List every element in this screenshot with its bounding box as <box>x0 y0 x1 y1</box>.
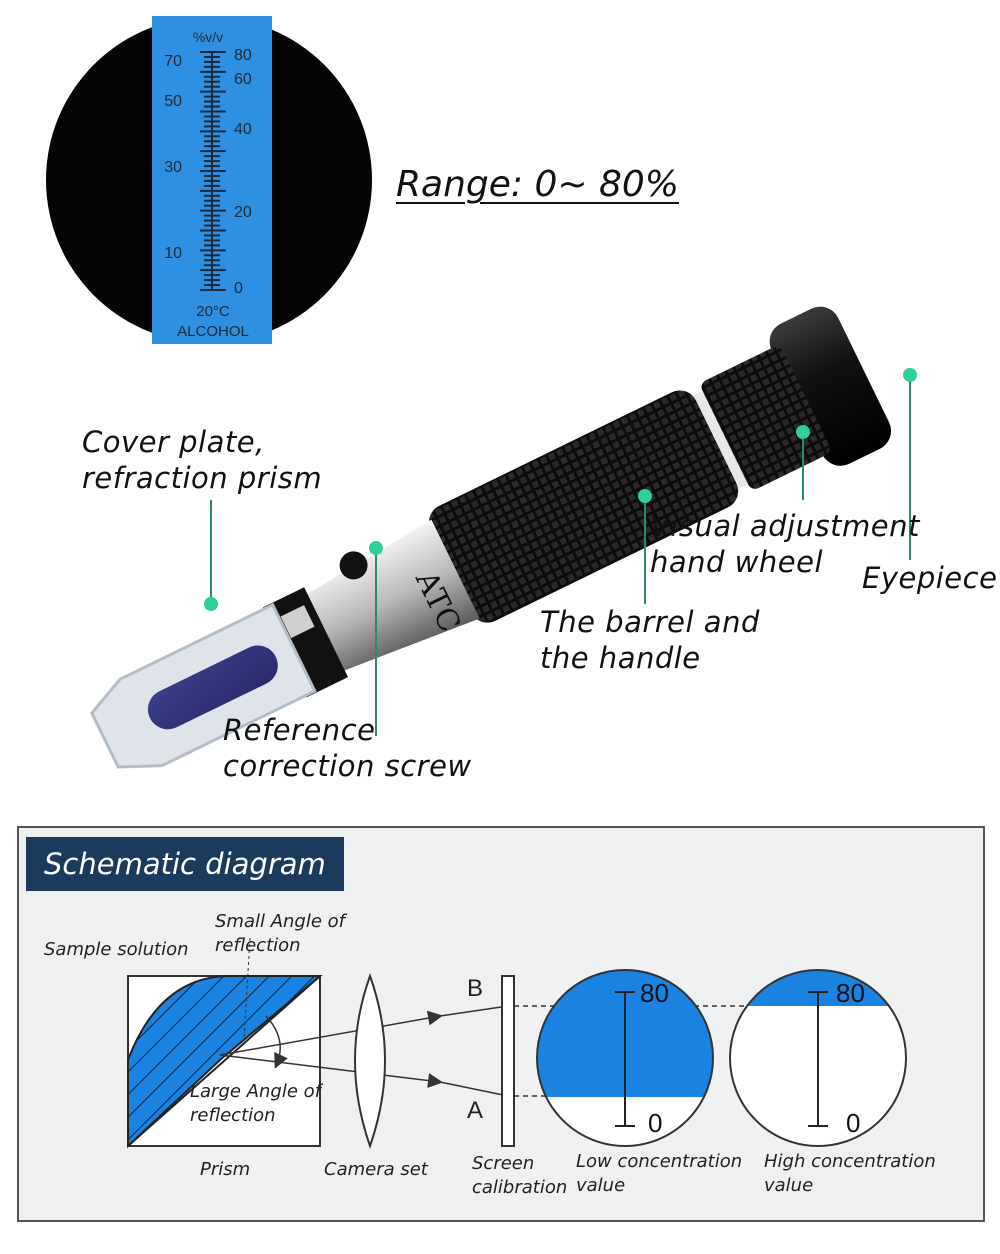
callout-barrel-line1: The barrel and <box>540 605 760 639</box>
small-angle-line2: reflection <box>215 935 301 956</box>
low-caption-line2: value <box>576 1175 626 1196</box>
scale-left-10: 10 <box>164 245 182 262</box>
low-bottom-label: 0 <box>648 1108 662 1138</box>
dot-screw <box>369 541 383 555</box>
low-concentration-view <box>536 969 714 1147</box>
range-text: Range: 0~ 80% <box>396 164 679 205</box>
scale-left-30: 30 <box>164 159 182 176</box>
small-angle-label: Small Angle of reflection <box>215 910 345 958</box>
callout-barrel-line2: the handle <box>540 641 701 675</box>
label-b: B <box>467 975 483 1002</box>
high-bottom-label: 0 <box>846 1108 860 1138</box>
high-top-label: 80 <box>836 978 865 1008</box>
callout-eyepiece: Eyepiece <box>862 561 998 595</box>
low-top-label: 80 <box>640 978 669 1008</box>
scale-right-20: 20 <box>234 204 252 221</box>
high-concentration-view <box>729 969 907 1147</box>
scale-right-80: 80 <box>234 47 252 64</box>
sample-solution-label: Sample solution <box>44 939 189 960</box>
callout-reference-screw: Reference correction screw <box>223 712 472 784</box>
callout-cover-plate-line1: Cover plate, <box>82 425 265 459</box>
small-angle-line1: Small Angle of <box>215 911 346 932</box>
prism-surface <box>147 645 278 730</box>
high-caption: High concentration value <box>764 1150 936 1198</box>
callout-cover-plate: Cover plate, refraction prism <box>82 424 322 496</box>
scale-right-0: 0 <box>234 280 243 297</box>
label-a: A <box>467 1097 483 1124</box>
screen-calibration-label: Screen calibration <box>472 1152 567 1200</box>
camera-set-label: Camera set <box>324 1159 428 1180</box>
barrel-handle <box>429 390 739 623</box>
low-caption: Low concentration value <box>576 1150 742 1198</box>
dot-barrel <box>638 489 652 503</box>
scale-unit: %v/v <box>193 29 223 45</box>
scale-left-70: 70 <box>164 53 182 70</box>
callout-cover-plate-line2: refraction prism <box>82 461 323 495</box>
callout-wheel: Visual adjustment hand wheel <box>650 508 920 580</box>
dot-eyepiece <box>903 368 917 382</box>
scale-name: ALCOHOL <box>177 323 249 340</box>
refractometer-illustration: ATC <box>90 306 892 769</box>
dot-wheel <box>796 425 810 439</box>
camera-lens <box>354 973 386 1150</box>
schematic-title: Schematic diagram <box>26 837 344 891</box>
correction-screw <box>339 551 368 580</box>
dot-cover-plate <box>204 597 218 611</box>
high-caption-line2: value <box>764 1175 814 1196</box>
cover-plate-hinge <box>262 587 349 698</box>
high-caption-line1: High concentration <box>764 1151 936 1172</box>
adjust-wheel <box>701 346 830 489</box>
scale-right-60: 60 <box>234 71 252 88</box>
large-angle-line2: reflection <box>190 1105 276 1126</box>
prism-label: Prism <box>200 1159 251 1180</box>
eyepiece-cup <box>769 306 892 466</box>
low-caption-line1: Low concentration <box>576 1151 743 1172</box>
screen-line1: Screen <box>472 1153 535 1174</box>
scale-right-40: 40 <box>234 121 252 138</box>
scale-view: %v/v 70 50 30 10 80 60 40 20 0 20°C ALCO… <box>46 16 372 344</box>
scale-left-50: 50 <box>164 93 182 110</box>
large-angle-label: Large Angle of reflection <box>190 1080 321 1128</box>
scale-temp: 20°C <box>196 303 230 320</box>
callout-barrel: The barrel and the handle <box>540 604 760 676</box>
screen-line2: calibration <box>472 1177 568 1198</box>
callout-wheel-line1: Visual adjustment <box>650 509 920 543</box>
callout-wheel-line2: hand wheel <box>650 545 823 579</box>
callout-reference-line1: Reference <box>223 713 376 747</box>
callout-reference-line2: correction screw <box>223 749 472 783</box>
high-fill <box>730 970 906 1006</box>
callout-lines <box>204 368 917 736</box>
screen-calibration-plate <box>501 975 515 1147</box>
large-angle-line1: Large Angle of <box>190 1081 321 1102</box>
silver-neck <box>302 519 480 673</box>
